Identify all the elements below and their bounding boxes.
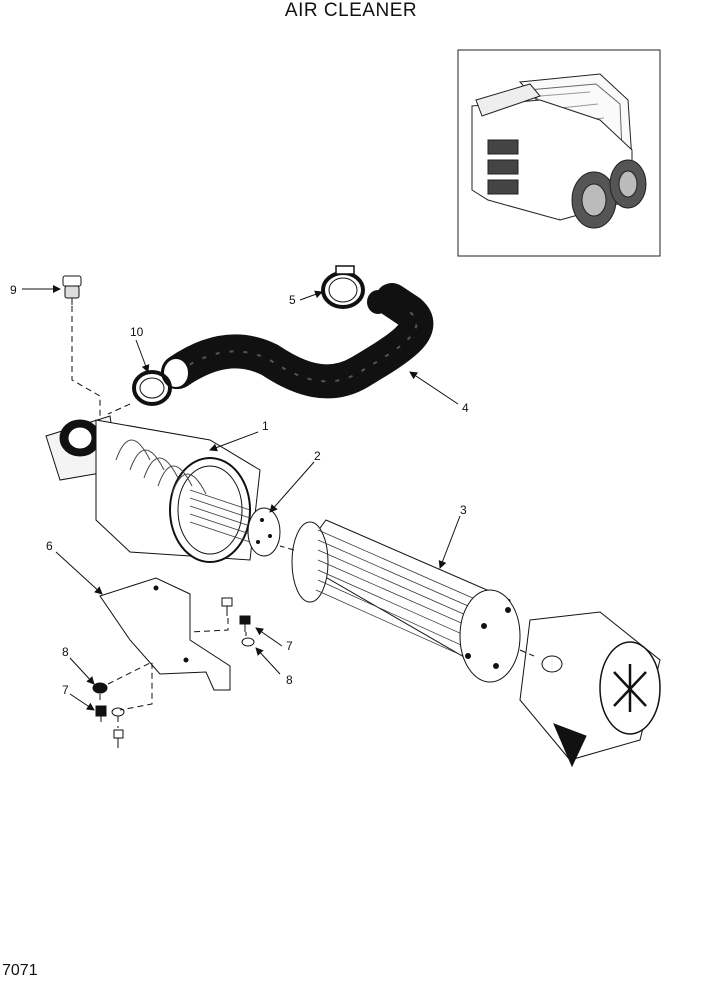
air-cleaner-housing	[45, 415, 261, 563]
restriction-indicator-9	[62, 275, 82, 305]
bolt-7-upper	[221, 597, 233, 616]
callout-7-left: 7	[62, 683, 69, 697]
callout-4: 4	[462, 401, 469, 415]
callout-labels: 9 5 10 4 1 2 3 6 7 8 8 7	[10, 283, 469, 697]
bolt-7-right	[239, 615, 251, 632]
leader-lines	[22, 285, 461, 711]
callout-3: 3	[460, 503, 467, 517]
hose-clamp-10	[132, 370, 172, 406]
page-code: 7071	[2, 962, 38, 979]
machine-inset	[457, 49, 661, 257]
callout-6: 6	[46, 539, 53, 553]
callout-5: 5	[289, 293, 296, 307]
bolt-lower	[113, 729, 124, 748]
bolt-7-left	[95, 705, 107, 722]
safety-element-2	[247, 507, 281, 557]
assembly-lines	[71, 306, 535, 728]
callout-7-right: 7	[286, 639, 293, 653]
mounting-bracket-6	[99, 577, 231, 691]
page-title: AIR CLEANER	[284, 0, 418, 21]
callout-9: 9	[10, 283, 17, 297]
primary-filter-element-3	[291, 519, 521, 683]
callout-2: 2	[314, 449, 321, 463]
callout-10: 10	[130, 325, 144, 339]
end-cover	[519, 611, 661, 768]
washer-8-right	[241, 637, 255, 647]
washer-8-left	[92, 682, 108, 694]
callout-1: 1	[262, 419, 269, 433]
callout-8-left: 8	[62, 645, 69, 659]
callout-8-right: 8	[286, 673, 293, 687]
hose-clamp-5	[321, 265, 365, 309]
